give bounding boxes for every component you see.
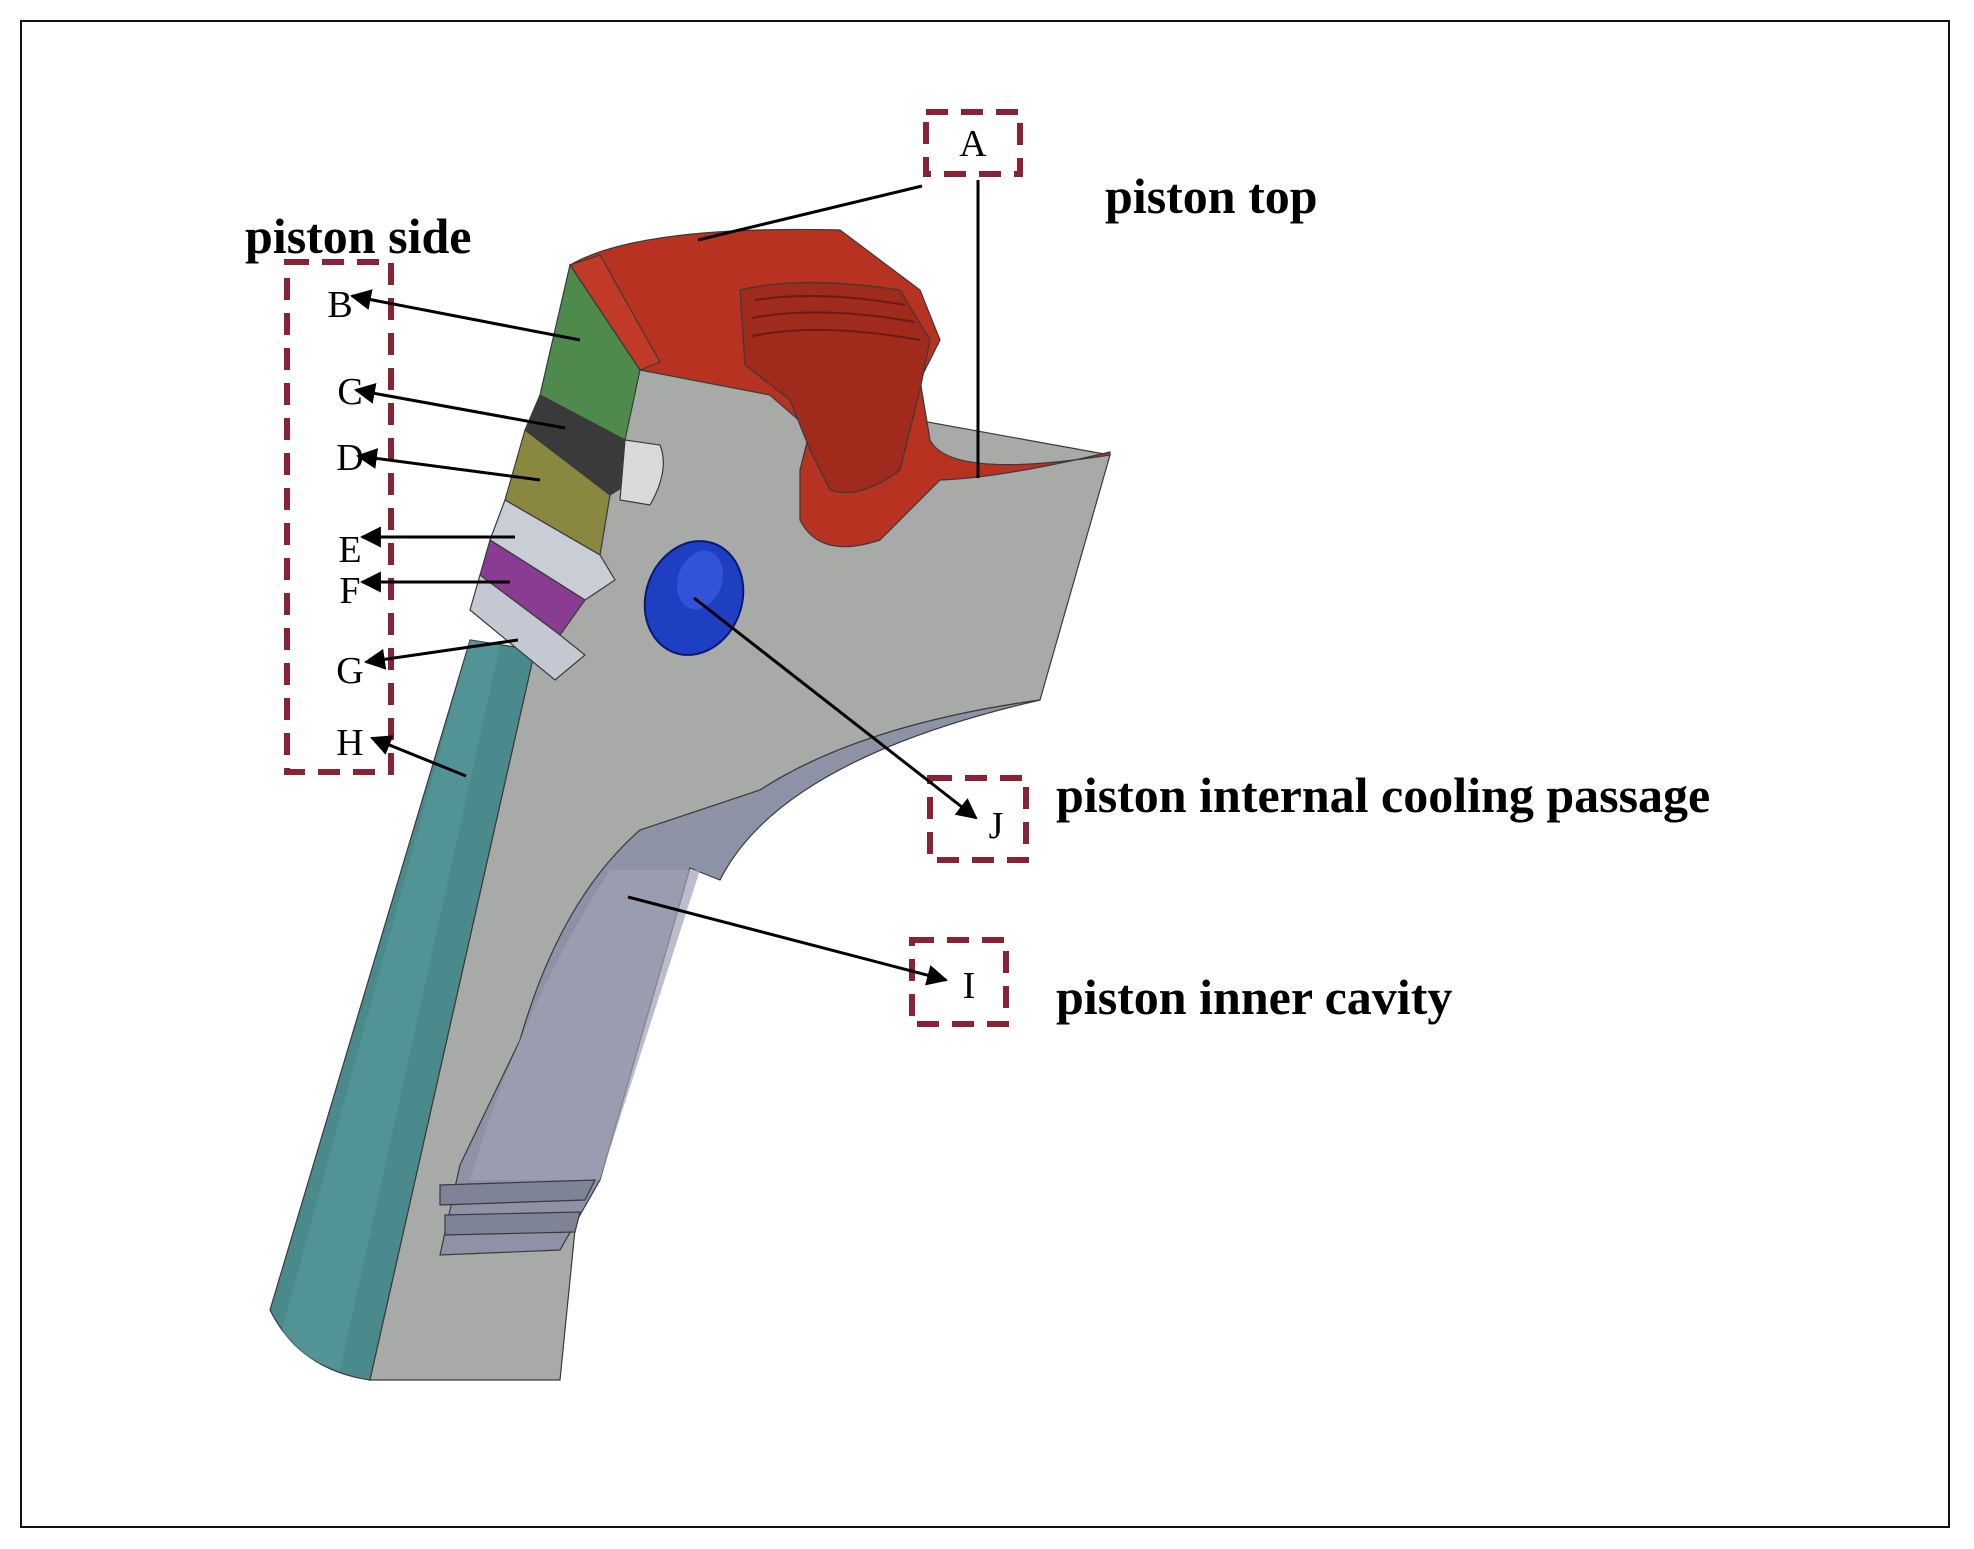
ring-e xyxy=(489,499,616,601)
label-d: D xyxy=(336,437,363,479)
label-e: E xyxy=(338,529,361,571)
arrow-g xyxy=(363,638,519,670)
label-j: J xyxy=(989,805,1004,847)
label-c: C xyxy=(337,371,362,413)
callout-box-side xyxy=(284,259,394,775)
cooling-passage-highlight xyxy=(676,550,724,610)
piston-inner-steps xyxy=(439,1179,596,1236)
arrow-b xyxy=(349,289,581,342)
ring-g xyxy=(469,573,586,681)
piston-inner-cavity-band xyxy=(470,870,700,1180)
label-h: H xyxy=(336,722,363,764)
arrow-j xyxy=(693,596,978,820)
arrow-c xyxy=(353,383,566,430)
heading-cooling-passage: piston internal cooling passage xyxy=(1056,767,1710,823)
groove-notch-1 xyxy=(619,439,664,506)
heading-piston-top: piston top xyxy=(1105,168,1318,224)
label-a: A xyxy=(959,123,987,165)
callout-box-j xyxy=(927,775,1029,863)
callout-box-i xyxy=(909,937,1009,1027)
callout-box-a xyxy=(923,109,1023,177)
leader-a-top xyxy=(697,184,923,242)
label-f: F xyxy=(339,570,360,612)
label-b: B xyxy=(327,284,352,326)
piston-top-bowl-ridges xyxy=(751,295,921,341)
arrow-d xyxy=(355,448,541,482)
heading-inner-cavity: piston inner cavity xyxy=(1056,969,1452,1025)
label-i: I xyxy=(963,965,976,1007)
figure-border xyxy=(20,20,1950,1528)
piston-skirt-shade xyxy=(282,640,500,1370)
label-g: G xyxy=(336,650,363,692)
arrow-h xyxy=(370,735,467,778)
arrow-i xyxy=(627,895,949,986)
heading-piston-side: piston side xyxy=(245,208,471,264)
piston-model xyxy=(269,228,1111,1381)
